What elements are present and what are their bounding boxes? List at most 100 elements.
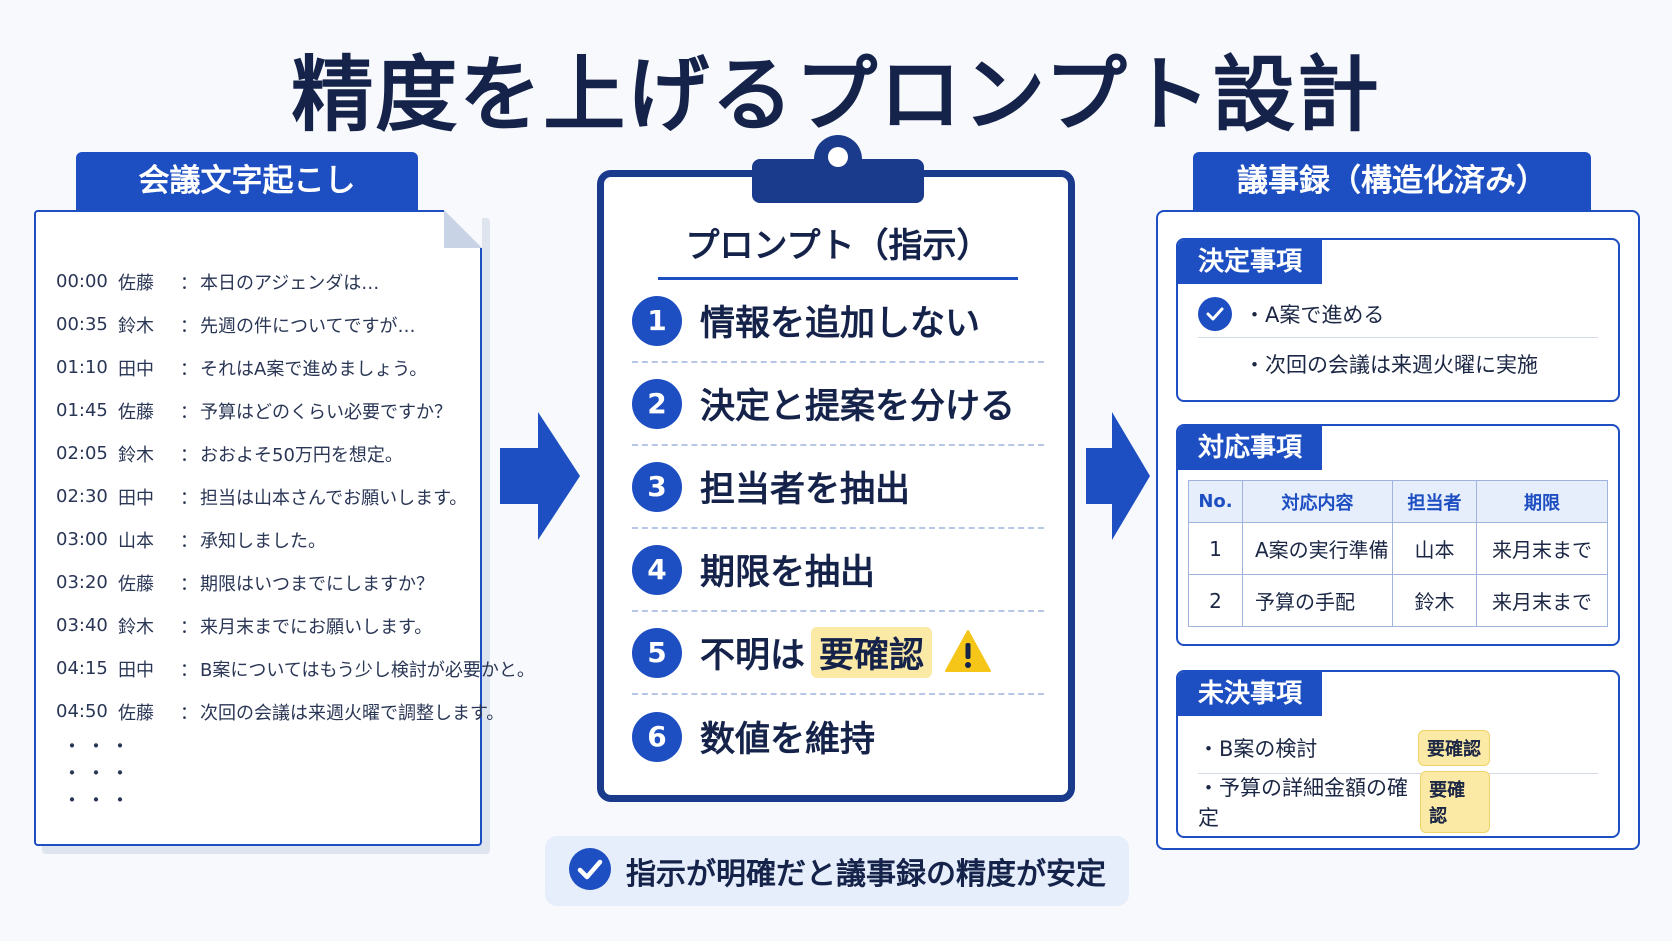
ellipsis: ・・・ [62, 734, 134, 758]
ellipsis: ・・・ [62, 761, 134, 785]
pending-text: ・B案の検討 [1198, 736, 1318, 761]
right-arrow-icon [500, 412, 580, 540]
timestamp: 03:00 [56, 529, 108, 550]
timestamp: 02:05 [56, 443, 108, 464]
pending-item: ・B案の検討 要確認 [1198, 722, 1598, 774]
timestamp: 00:00 [56, 271, 108, 292]
timestamp: 01:10 [56, 357, 108, 378]
prompt-heading: プロンプト（指示） [658, 218, 1018, 280]
timestamp: 02:30 [56, 486, 108, 507]
speaker: 田中 [118, 358, 154, 380]
utterance: 先週の件についてですが… [200, 315, 416, 337]
ellipsis: ・・・ [62, 788, 134, 812]
transcript-tab: 会議文字起こし [76, 152, 418, 210]
table-cell: A案の実行準備 [1242, 522, 1393, 575]
decision-text: ・A案で進める [1244, 302, 1385, 327]
pending-item: ・予算の詳細金額の確定 要確認 [1198, 771, 1598, 833]
minutes-tab: 議事録（構造化済み） [1193, 152, 1591, 210]
step-number: 3 [632, 461, 682, 512]
table-cell: 鈴木 [1392, 574, 1477, 627]
utterance: 本日のアジェンダは… [200, 272, 380, 294]
table-row: 1 A案の実行準備 山本 来月末まで [1188, 522, 1608, 575]
table-row: 2 予算の手配 鈴木 来月末まで [1188, 574, 1608, 627]
prompt-step: 3 担当者を抽出 [632, 446, 1044, 529]
timestamp: 01:45 [56, 400, 108, 421]
table-cell: 山本 [1392, 522, 1477, 575]
decisions-title: 決定事項 [1178, 240, 1323, 284]
utterance: B案についてはもう少し検討が必要かと。 [200, 659, 535, 681]
separator: ： [180, 444, 198, 466]
column-header: 担当者 [1392, 480, 1477, 523]
table-cell: 予算の手配 [1242, 574, 1393, 627]
utterance: 期限はいつまでにしますか？ [200, 573, 434, 595]
column-header: No. [1188, 480, 1243, 523]
prompt-step: 4 期限を抽出 [632, 529, 1044, 612]
speaker: 鈴木 [118, 315, 154, 337]
decisions-card: 決定事項 ・A案で進める ・次回の会議は来週火曜に実施 [1176, 238, 1620, 402]
banner-text: 指示が明確だと議事録の精度が安定 [626, 857, 1106, 892]
warning-icon [944, 629, 992, 677]
prompt-step: 1 情報を追加しない [632, 280, 1044, 363]
separator: ： [180, 401, 198, 423]
clipboard-clip-icon [752, 133, 924, 203]
table-cell: 2 [1188, 574, 1243, 627]
utterance: 予算はどのくらい必要ですか？ [200, 401, 452, 423]
column-header: 対応内容 [1242, 480, 1393, 523]
utterance: おおよそ50万円を想定。 [200, 444, 403, 466]
utterance: 承知しました。 [200, 530, 326, 552]
actions-card: 対応事項 No. 対応内容 担当者 期限 1 A案の実行準備 山本 来月末まで … [1176, 424, 1620, 646]
utterance: 担当は山本さんでお願いします。 [200, 487, 468, 509]
pending-text: ・予算の詳細金額の確定 [1198, 776, 1408, 830]
speaker: 佐藤 [118, 573, 154, 595]
status-badge: 要確認 [1418, 729, 1490, 766]
separator: ： [180, 530, 198, 552]
separator: ： [180, 358, 198, 380]
page-title: 精度を上げるプロンプト設計 [291, 48, 1381, 143]
table-cell: 来月末まで [1476, 574, 1608, 627]
step-number: 5 [632, 627, 682, 678]
step-text: 数値を維持 [700, 720, 876, 760]
separator: ： [180, 616, 198, 638]
prompt-step: 5 不明は 要確認 [632, 612, 1044, 695]
utterance: 来月末までにお願いします。 [200, 616, 433, 638]
decision-text: ・次回の会議は来週火曜に実施 [1244, 353, 1538, 377]
separator: ： [180, 487, 198, 509]
step-text: 情報を追加しない [700, 304, 981, 344]
step-number: 2 [632, 378, 682, 429]
actions-table: No. 対応内容 担当者 期限 1 A案の実行準備 山本 来月末まで 2 予算の… [1188, 480, 1608, 627]
right-arrow-icon [1086, 412, 1150, 540]
separator: ： [180, 272, 198, 294]
timestamp: 03:40 [56, 615, 108, 636]
timestamp: 04:50 [56, 701, 108, 722]
page-fold-icon [444, 210, 482, 248]
speaker: 山本 [118, 530, 154, 552]
check-circle-icon [568, 847, 612, 895]
speaker: 佐藤 [118, 272, 154, 294]
timestamp: 03:20 [56, 572, 108, 593]
transcript-line: 00:00 佐藤 ：本日のアジェンダは… [56, 260, 535, 303]
pending-card: 未決事項 ・B案の検討 要確認 ・予算の詳細金額の確定 要確認 [1176, 670, 1620, 838]
result-banner: 指示が明確だと議事録の精度が安定 [545, 836, 1129, 906]
speaker: 田中 [118, 659, 154, 681]
step-number: 4 [632, 544, 682, 595]
step-number: 1 [632, 295, 682, 346]
utterance: 次回の会議は来週火曜で調整します。 [200, 702, 505, 724]
decision-item: ・A案で進める [1198, 290, 1598, 338]
table-header-row: No. 対応内容 担当者 期限 [1188, 480, 1608, 523]
step-text: 担当者を抽出 [700, 470, 911, 510]
status-badge: 要確認 [1420, 771, 1490, 833]
step-text: 期限を抽出 [700, 553, 876, 593]
speaker: 佐藤 [118, 702, 154, 724]
decision-item: ・次回の会議は来週火曜に実施 [1198, 340, 1598, 388]
table-cell: 来月末まで [1476, 522, 1608, 575]
actions-title: 対応事項 [1178, 426, 1323, 470]
